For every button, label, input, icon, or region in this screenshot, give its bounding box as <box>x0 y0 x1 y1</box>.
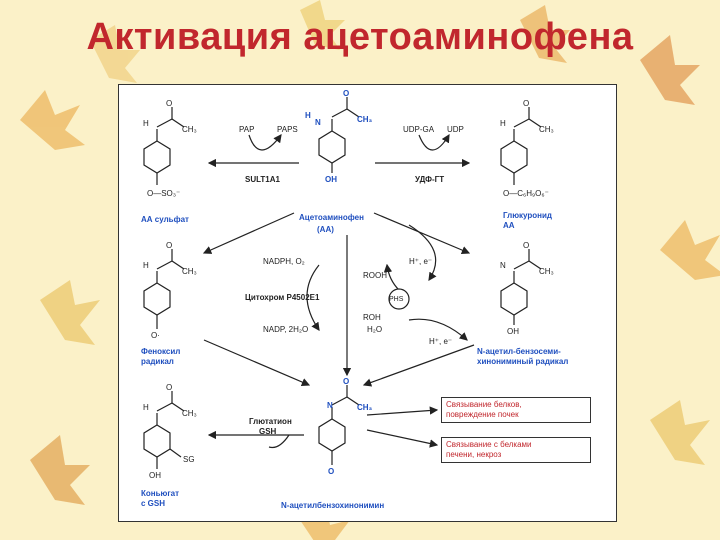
semi-ch3: CH₃ <box>539 267 554 276</box>
aa-o: O <box>343 89 350 98</box>
sulfate-cof2: PAPS <box>277 125 298 134</box>
ring-glucuronide <box>500 140 528 174</box>
ring-phenoxyl <box>143 282 171 316</box>
phenoxyl-name2: радикал <box>141 357 174 366</box>
ring-sulfate <box>143 140 171 174</box>
gluc-name1: Глюкуронид <box>503 211 552 220</box>
gsh-label1: Глютатион <box>249 417 292 426</box>
arrow-semiquinone-to-napqi <box>362 344 475 387</box>
sulfate-cof1: PAP <box>239 125 255 134</box>
phenoxyl-o: O <box>166 241 173 250</box>
metabolism-diagram: N H O CH₃ OH Ацетоаминофен (АА) H O CH₃ … <box>118 84 617 522</box>
sulfate-o: O <box>166 99 173 108</box>
ring-napqi <box>318 418 346 452</box>
napqi-o: O <box>343 377 350 386</box>
phs-he-top: H⁺, e⁻ <box>409 257 433 266</box>
cyp-bottom: NADP, 2H₂O <box>263 325 309 334</box>
cyp-top: NADPH, O₂ <box>263 257 305 266</box>
gluc-ch3: CH₃ <box>539 125 554 134</box>
semi-o: O <box>523 241 530 250</box>
ring-center <box>318 130 346 164</box>
semi-oh: OH <box>507 327 519 336</box>
napqi-name: N-ацетилбензохинонимин <box>281 501 385 510</box>
sulfate-group: O—SO₃⁻ <box>147 189 181 198</box>
gsh-label2: GSH <box>259 427 277 436</box>
gsh-conj2: с GSH <box>141 499 166 508</box>
sulfate-enzyme: SULT1A1 <box>245 175 280 184</box>
phs-he-bottom: H⁺, e⁻ <box>429 337 453 346</box>
outcome-box-kidney-line2: повреждение почек <box>446 410 519 419</box>
sulfate-name: АА сульфат <box>141 215 189 224</box>
arrow-to-phenoxyl <box>202 212 295 254</box>
phs-label: PHS <box>389 296 404 303</box>
phenoxyl-hn: H <box>143 261 149 270</box>
phs-circle <box>388 288 410 310</box>
semi-name1: N-ацетил-бензосеми- <box>477 347 561 356</box>
outcome-box-kidney-line1: Связывание белков, <box>446 400 522 409</box>
aa-oh: OH <box>325 175 337 184</box>
napqi-o2: O <box>328 467 335 476</box>
gluc-hn: H <box>500 119 506 128</box>
semi-n: N <box>500 261 506 270</box>
gluc-enzyme: УДФ-ГТ <box>415 175 445 184</box>
gsh-oh: OH <box>149 471 161 480</box>
gluc-o: O <box>523 99 530 108</box>
outcome-box-liver-line1: Связывание с белками <box>446 440 532 449</box>
napqi-n: N <box>327 401 333 410</box>
center-name: Ацетоаминофен <box>299 213 364 222</box>
gsh-ch3: CH₃ <box>182 409 197 418</box>
phs-roh: ROH <box>363 313 381 322</box>
napqi-ch3: CH₃ <box>357 403 373 412</box>
cyp-enzyme: Цитохром P4502E1 <box>245 293 320 302</box>
diagram-graphics <box>143 97 542 469</box>
phenoxyl-name1: Феноксил <box>141 347 181 356</box>
gsh-hn: H <box>143 403 149 412</box>
gluc-group: O—C₆H₉O₆⁻ <box>503 189 549 198</box>
phenoxyl-group: O· <box>151 331 160 340</box>
center-abbr: (АА) <box>317 225 334 234</box>
gsh-sg: SG <box>183 455 195 464</box>
aa-h: H <box>305 111 311 120</box>
ring-semiquinone <box>500 282 528 316</box>
arrow-phenoxyl-to-napqi <box>203 339 311 387</box>
outcome-box-liver: Связывание с белками печени, некроз <box>441 437 591 463</box>
gsh-conj1: Коньюгат <box>141 489 180 498</box>
slide-title: Активация ацетоаминофена <box>86 16 634 58</box>
gluc-cof1: UDP-GA <box>403 125 435 134</box>
aa-n: N <box>315 118 321 127</box>
ring-gsh-conjugate <box>143 424 171 458</box>
sulfate-ch3: CH₃ <box>182 125 197 134</box>
phs-h2o: H₂O <box>367 325 383 334</box>
phs-rooh: ROOH <box>363 271 387 280</box>
gluc-cof2: UDP <box>447 125 464 134</box>
outcome-box-kidney: Связывание белков, повреждение почек <box>441 397 591 423</box>
arrow-to-semiquinone <box>373 212 471 255</box>
semi-name2: хинониминый радикал <box>477 357 569 366</box>
aa-ch3: CH₃ <box>357 115 373 124</box>
sulfate-hn: H <box>143 119 149 128</box>
phenoxyl-ch3: CH₃ <box>182 267 197 276</box>
gsh-o: O <box>166 383 173 392</box>
outcome-box-liver-line2: печени, некроз <box>446 450 502 459</box>
gluc-name2: АА <box>503 221 515 230</box>
